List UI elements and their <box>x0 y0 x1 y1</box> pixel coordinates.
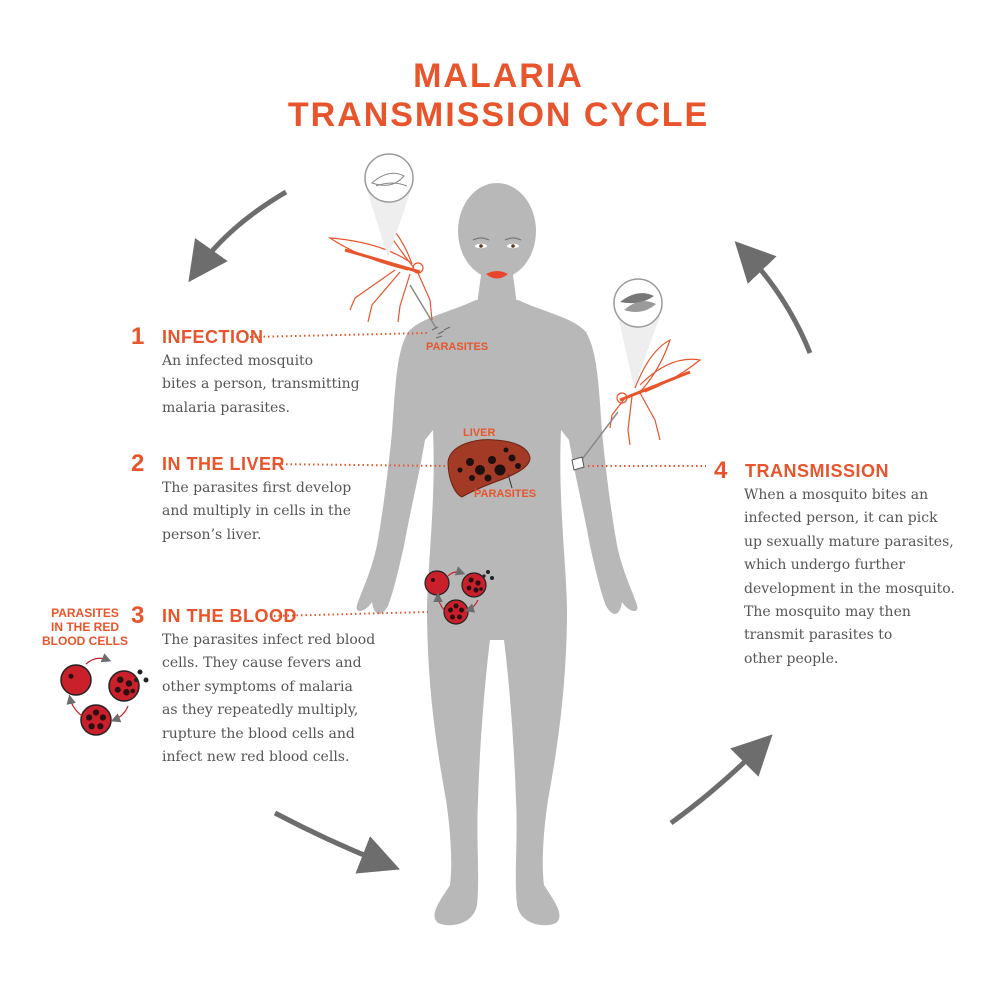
liver-label: LIVER <box>463 427 496 439</box>
step-3-description: The parasites infect red blood cells. Th… <box>162 632 376 766</box>
cycle-arrow-top-right <box>734 241 813 354</box>
zoom-circle-infection <box>364 153 414 203</box>
step-1-title: INFECTION <box>162 327 264 347</box>
parasites-shoulder-label: PARASITES <box>426 341 489 353</box>
parasites-liver-label: PARASITES <box>474 488 537 500</box>
parasites-shoulder-icon <box>431 326 451 339</box>
leader-blood <box>273 611 429 617</box>
leader-infection <box>249 332 429 338</box>
step-2-number: 2 <box>131 450 145 477</box>
zoom-cone-2 <box>618 316 660 388</box>
step-3-title: IN THE BLOOD <box>162 606 297 626</box>
cycle-arrow-bottom-right <box>669 734 773 826</box>
cycle-arrow-bottom-left <box>273 810 400 874</box>
title-line-1: MALARIA <box>413 57 584 95</box>
human-figure <box>356 183 638 926</box>
step-2-description: The parasites first develop and multiply… <box>162 480 352 543</box>
mosquito-transmission <box>609 338 702 446</box>
step-4-description: When a mosquito bites an infected person… <box>744 487 955 667</box>
leader-lines <box>249 332 706 617</box>
step-4-title: TRANSMISSION <box>745 461 890 481</box>
face <box>472 237 522 279</box>
title-line-2: TRANSMISSION CYCLE <box>287 96 710 134</box>
cycle-arrow-top-left <box>188 189 288 283</box>
inset-label: PARASITES IN THE RED BLOOD CELLS <box>42 606 128 648</box>
arm-bite-icon <box>571 456 585 471</box>
zoom-cone-1 <box>367 190 411 258</box>
leader-liver <box>267 463 449 467</box>
blood-cycle-on-body <box>424 566 494 625</box>
blood-cycle-inset <box>60 653 149 736</box>
step-1-number: 1 <box>131 323 145 350</box>
step-1-description: An infected mosquito bites a person, tra… <box>162 353 360 416</box>
liver-icon <box>447 439 531 498</box>
mosquito-infection <box>327 211 433 323</box>
step-4-number: 4 <box>714 457 728 484</box>
step-3-number: 3 <box>131 602 145 629</box>
step-2-title: IN THE LIVER <box>162 454 286 474</box>
leader-liver-parasites <box>507 473 513 489</box>
